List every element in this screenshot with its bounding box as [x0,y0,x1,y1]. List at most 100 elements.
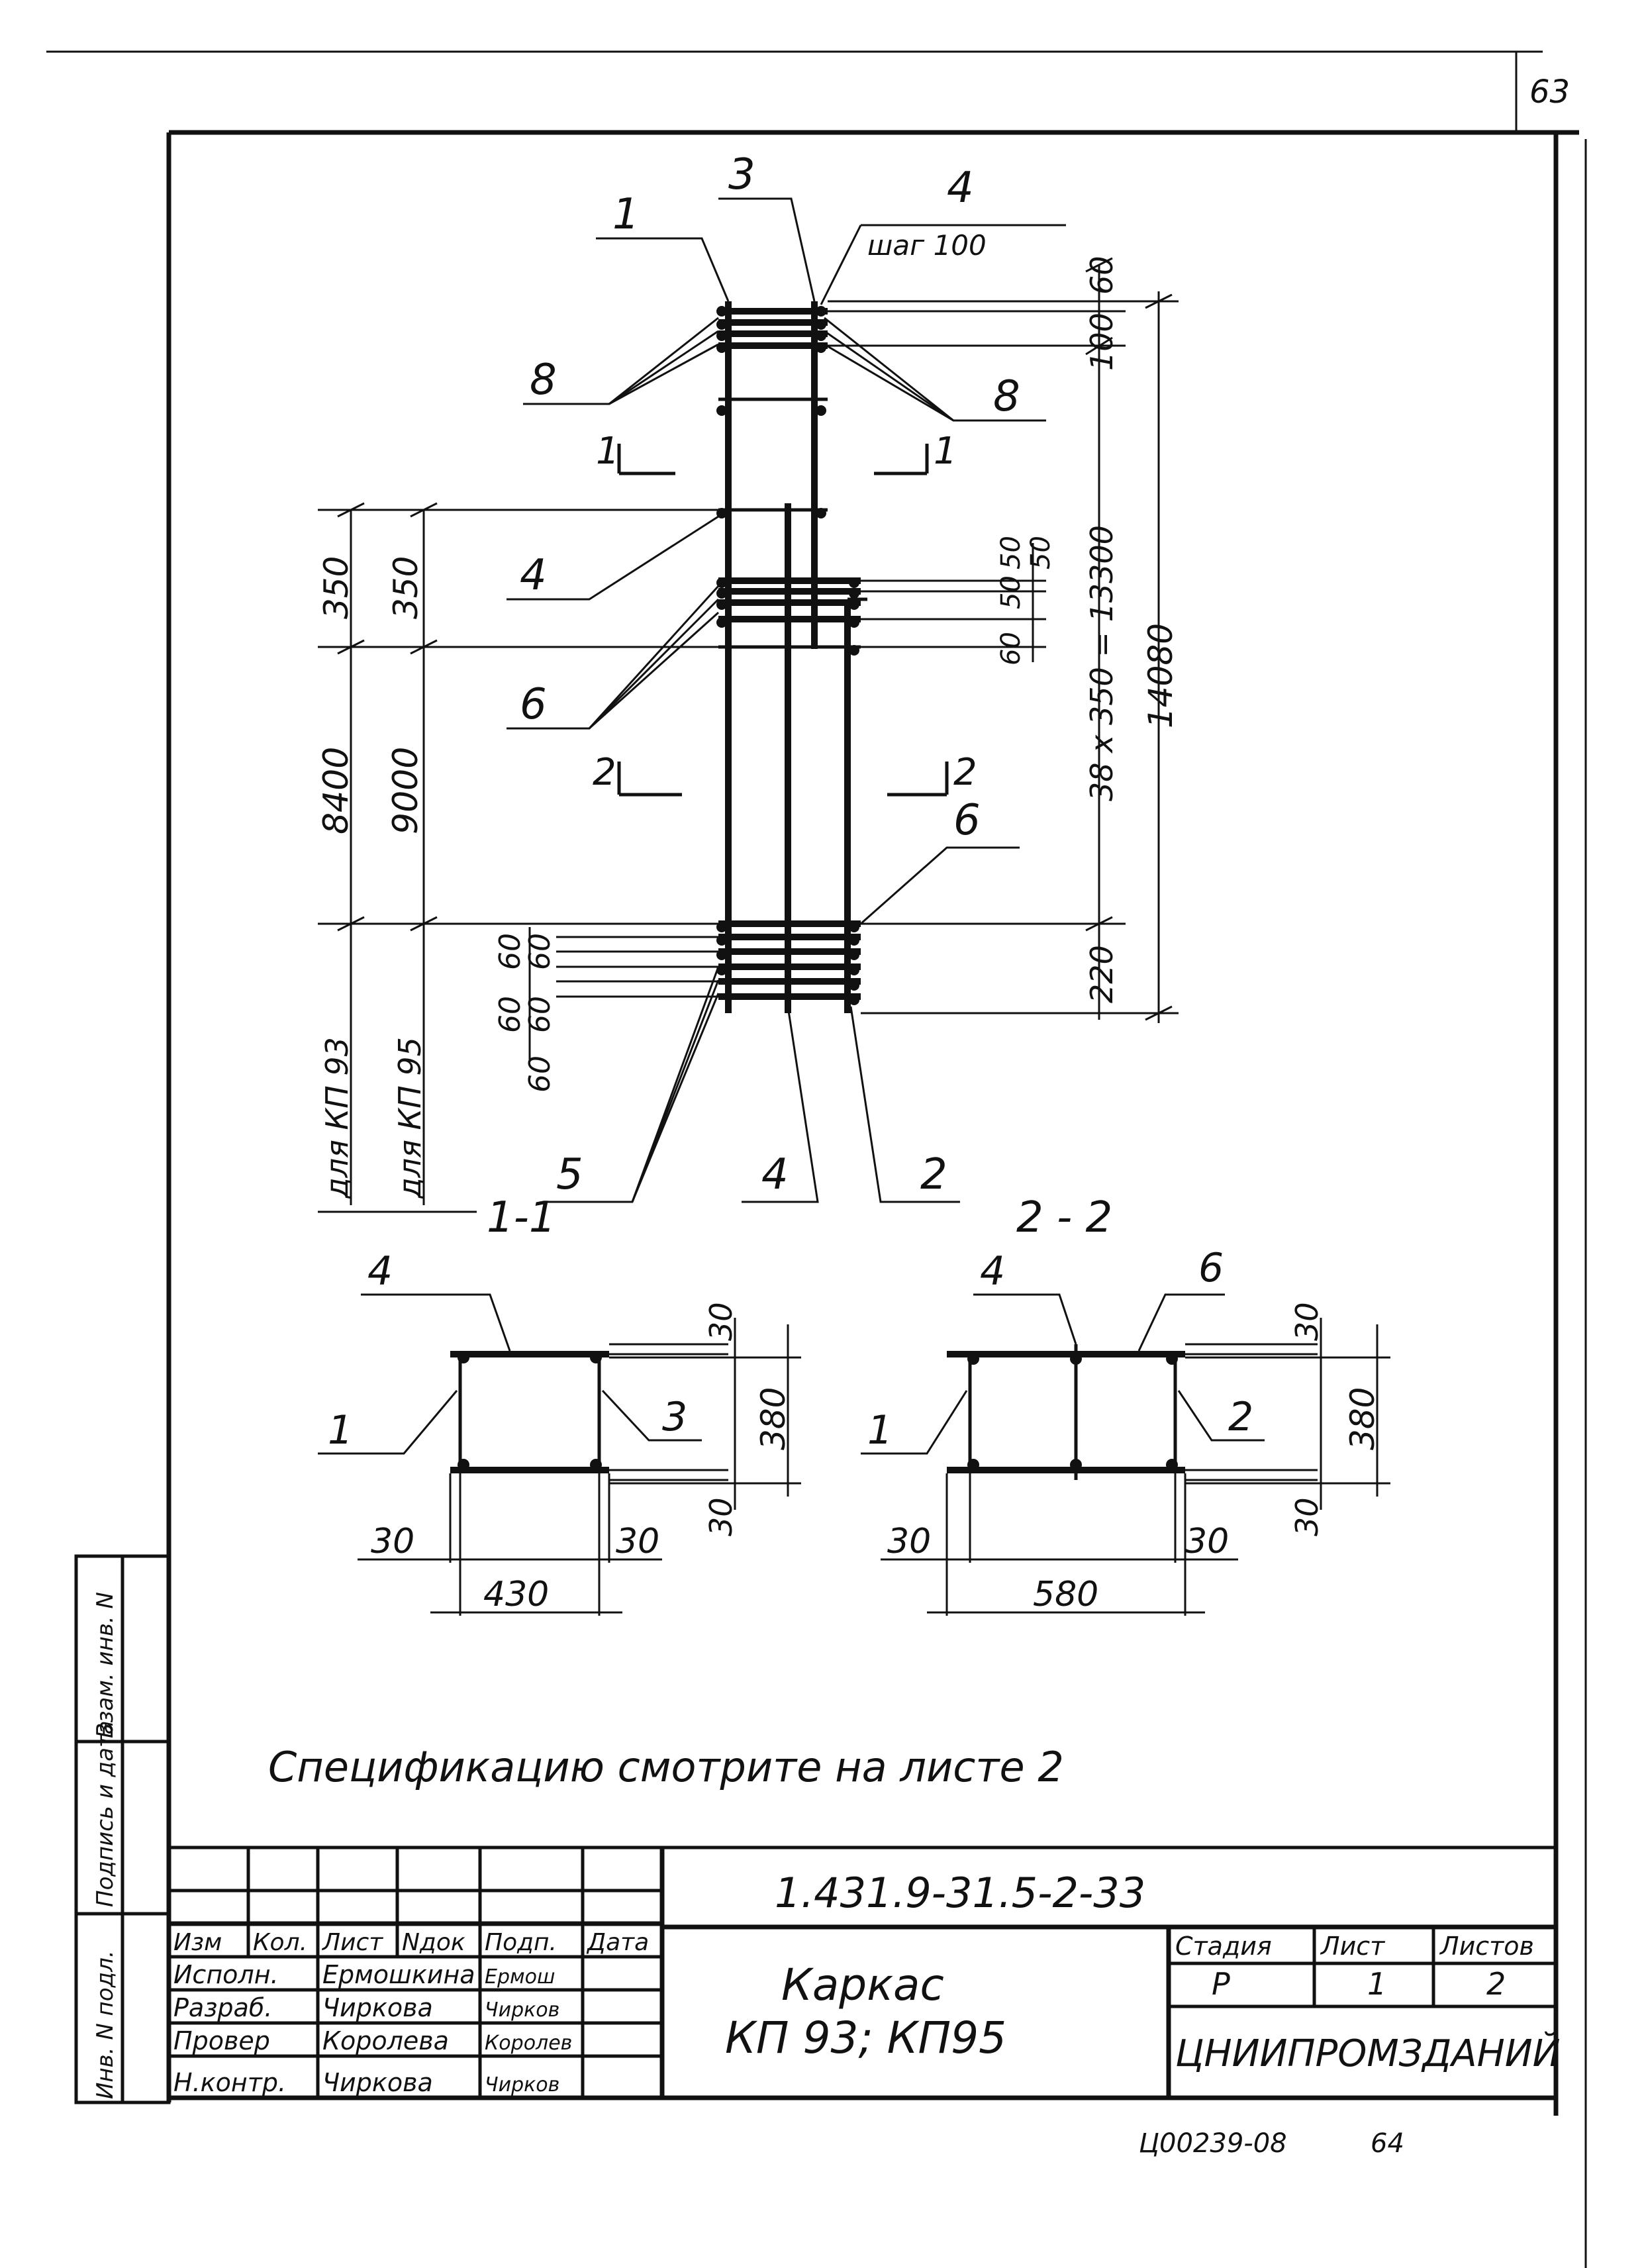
section-1-1-dim-30-right: 30 [616,1522,659,1561]
callout-5-bottom: 5 [556,1150,583,1199]
dim-100-top: 100 [1084,313,1120,371]
dim-50-a: 50 [996,536,1026,569]
tb-row5-sign: Чирков [485,2073,559,2096]
callout-8-left: 8 [530,356,557,405]
dim-220: 220 [1084,945,1120,1003]
section-1-1-dim-430: 430 [483,1575,549,1614]
tb-row5-role: Н.контр. [173,2068,286,2097]
side-sign-date-label: Подпись и дата [92,1720,119,1907]
callout-1-top: 1 [612,190,640,239]
section-1-1-callout-1: 1 [328,1407,353,1454]
section-2-2-dim-30-top: 30 [1289,1302,1325,1341]
section-1-1-callout-4: 4 [367,1248,393,1295]
dim-60-e4: 60 [493,996,527,1033]
dim-60-top: 60 [1084,256,1120,295]
tb-row1-sign: Ермош [485,1965,555,1989]
section-2-2-dim-30-bottom: 30 [1289,1497,1325,1536]
section-1-1-callout-3: 3 [662,1394,687,1440]
tb-header-list: Лист [321,1929,383,1956]
tb-sheets-value: 2 [1486,1966,1506,2002]
section-1-1-dim-380: 380 [754,1387,793,1450]
callout-4-top: 4 [947,164,974,213]
tb-sheets-label: Листов [1439,1932,1534,1961]
corner-sheet-number: 63 [1529,74,1570,111]
tb-row5-name: Чиркова [322,2068,433,2097]
tb-sheet-value: 1 [1367,1966,1386,2002]
section-2-2-dim-380: 380 [1343,1387,1382,1450]
tb-stage-value: Р [1212,1966,1230,2002]
section-1-1-title: 1-1 [487,1193,556,1242]
callout-8-right: 8 [993,372,1020,421]
specification-note: Спецификацию смотрите на листе 2 [268,1743,1064,1791]
dim-8400: 8400 [316,747,356,834]
dim-350-b: 350 [387,556,425,619]
dim-series: 38 x 350 = 13300 [1084,525,1120,801]
callout-3-top: 3 [728,150,755,199]
section-2-2-callout-6: 6 [1198,1245,1224,1291]
callout-4-mid: 4 [520,551,547,600]
section-mark-1-right: 1 [934,430,957,473]
section-2-2-callout-1: 1 [867,1407,893,1454]
section-markers [617,444,949,797]
tb-row3-name: Королева [322,2026,449,2055]
tb-row1-role: Исполн. [173,1960,279,1989]
elevation-leaders [507,197,1066,1203]
tb-header-kol: Кол. [253,1929,307,1956]
section-2-2-title: 2 - 2 [1016,1193,1112,1242]
tb-header-ndok: Nдок [402,1929,465,1956]
section-1-1-dim-30-top: 30 [703,1302,739,1341]
tb-sheet-label: Лист [1320,1932,1386,1961]
cage-elevation [716,301,867,1013]
dim-60-e3: 60 [523,1056,557,1093]
side-vzam-inv-label: Взам. инв. N [92,1592,119,1738]
archive-number: Ц00239-08 [1139,2128,1287,2159]
callout-6-right: 6 [953,796,981,845]
label-for-kp95: для КП 95 [392,1037,428,1199]
tb-header-izm: Изм [173,1929,222,1956]
tb-header-podp: Подп. [485,1929,557,1956]
left-dimensions [318,502,718,1213]
side-inv-orig-label: Инв. N подл. [92,1950,119,2099]
tb-row2-role: Разраб. [173,1993,272,2022]
dim-60-e1: 60 [523,933,557,970]
section-2-2 [861,1293,1390,1616]
dim-60-e5: 60 [493,933,527,970]
section-2-2-callout-4: 4 [980,1248,1005,1295]
callout-2-bottom: 2 [920,1150,947,1199]
tb-row3-role: Провер [173,2026,270,2055]
dim-60-mid: 60 [996,632,1026,666]
section-1-1-dim-30-bottom: 30 [703,1497,739,1536]
section-2-2-dim-30-right: 30 [1185,1522,1229,1561]
dim-50-b: 50 [996,575,1026,609]
section-2-2-dim-580: 580 [1033,1575,1098,1614]
tb-row1-name: Ермошкина [322,1960,475,1989]
dim-350-a: 350 [317,556,356,619]
section-mark-1-left: 1 [596,430,620,473]
organization-name: ЦНИИПРОМЗДАНИЙ [1175,2032,1561,2075]
tb-row2-name: Чиркова [322,1993,433,2022]
document-code: 1.431.9-31.5-2-33 [775,1869,1145,1917]
callout-4-bottom: 4 [761,1150,789,1199]
section-mark-2-left: 2 [593,751,616,794]
tb-stage-label: Стадия [1175,1932,1272,1961]
right-dimensions [828,257,1179,1023]
tb-row2-sign: Чирков [485,1998,559,2022]
side-stamp: Инв. N подл. Подпись и дата Взам. инв. N [74,1554,171,2104]
dim-60-e2: 60 [523,996,557,1033]
tb-header-data: Дата [586,1929,649,1956]
dim-50-c: 50 [1026,536,1056,569]
step-label: шаг 100 [867,229,987,262]
label-for-kp93: для КП 93 [319,1037,355,1199]
dim-9000: 9000 [386,747,426,834]
dim-total: 14080 [1141,623,1180,728]
section-2-2-dim-30-left: 30 [887,1522,931,1561]
footer-page-number: 64 [1371,2128,1404,2159]
section-1-1-dim-30-left: 30 [371,1522,414,1561]
tb-row3-sign: Королев [485,2032,572,2055]
product-marks: КП 93; КП95 [725,2012,1006,2063]
callout-6-mid: 6 [520,680,547,729]
sheet-frame [46,50,1587,2268]
section-2-2-callout-2: 2 [1228,1394,1253,1440]
